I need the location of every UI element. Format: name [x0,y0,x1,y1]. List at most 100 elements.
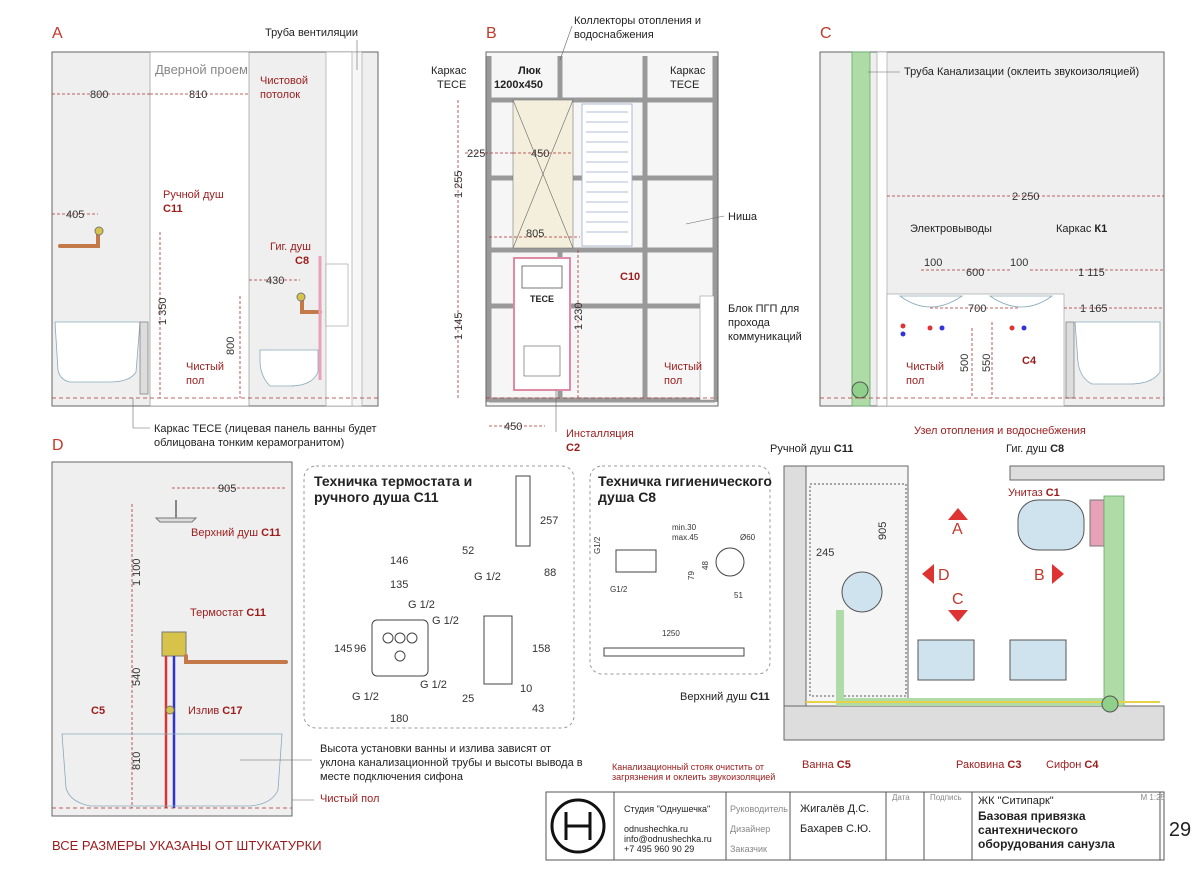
dim-905-d: 905 [218,483,236,495]
arrow-a-label: A [952,521,963,538]
hand-shower-outlet [94,226,104,236]
dim-550: 550 [981,354,993,372]
tech2-box [589,465,771,675]
plan-siphon-label: Сифон С4 [1046,759,1099,771]
arrow-d-label: D [938,567,950,584]
panel-d-letter: D [52,437,64,454]
t2-d79: 79 [687,571,696,580]
studio-email: info@odnushechka.ru [624,834,712,844]
hyg-shower-label: Гиг. душ [270,241,311,253]
t1-dim-10: 10 [520,683,532,695]
panel-c-letter: C [820,25,832,42]
name-lead: Жигалёв Д.С. [800,803,869,815]
panel-b-letter: B [486,25,497,42]
project-name: ЖК "Ситипарк" [978,795,1054,807]
t1-g4: G 1/2 [420,679,447,691]
t2-min: min.30 [672,523,697,532]
dim-1230: 1 230 [573,302,585,330]
dim-700: 700 [968,303,986,315]
t1-dim-25: 25 [462,693,474,705]
radiator-bars [586,111,628,233]
dim-1255: 1 255 [453,170,465,198]
role-lead: Руководитель [730,804,788,814]
panel-c: C Труба Канализации (оклеить звукоизоляц… [819,25,1165,407]
dim-450: 450 [531,148,549,160]
installation-label: Инсталляция [566,428,634,440]
t1-dim-96: 96 [354,643,366,655]
hyg-shower-code: С8 [295,255,309,267]
hand-shower-code: С11 [163,203,183,215]
hyg-shower-pipe [300,296,322,314]
door-label: Дверной проем [155,62,248,77]
plan-hyg-shower: Гиг. душ С8 [1006,443,1064,455]
vent-label: Труба вентиляции [265,27,358,39]
plan-wc-label: Унитаз С1 [1008,487,1060,499]
dim-800: 800 [90,89,108,101]
frame-left-label-2: TECE [437,79,466,91]
dim-600: 600 [966,267,984,279]
t1-dim-88: 88 [544,567,556,579]
floor-label-b-1: Чистый [664,361,702,373]
plan-dim-905: 905 [877,522,889,540]
studio-site: odnushechka.ru [624,824,688,834]
dim-405: 405 [66,209,84,221]
elec-label: Электровыводы [910,223,992,235]
toilet-a [259,349,319,387]
sewer-fitting [851,381,869,399]
plan-node-label: Узел отопления и водоснебжения [914,425,1086,437]
collectors-label-2: водоснабжения [574,29,654,41]
t2-g12: G1/2 [593,536,602,554]
hand-shower-label: Ручной душ [163,189,224,201]
tech1-title-2: ручного душа С11 [314,489,439,505]
sheet-title-2: сантехнического [978,823,1078,837]
arrow-c-label: C [952,591,964,608]
c10-label: С10 [620,271,640,283]
plan-sink-2 [1009,639,1067,681]
t1-dim-135: 135 [390,579,408,591]
note-d-line3: месте подключения сифона [320,771,464,783]
thermostat-side [483,615,513,685]
note-d-line1: Высота установки ванны и излива зависят … [320,743,551,755]
dim-2250: 2 250 [1012,191,1040,203]
plan-dim-245: 245 [816,547,834,559]
sign-header: Подпись [930,793,962,802]
thermostat-box [161,631,187,657]
tece-frame-a [139,321,149,395]
plan-wall-left [783,465,807,741]
plan-sink-1 [917,639,975,681]
dim-100b: 100 [1010,257,1028,269]
sink1-cold [939,325,945,331]
vent-pipe [351,51,363,407]
sewer-riser [851,51,871,407]
sink1-hot [927,325,933,331]
tece-frame-c [1065,321,1075,399]
name-designer: Бахарев С.Ю. [800,823,871,835]
dim-100a: 100 [924,257,942,269]
page-number: 29 [1169,819,1191,841]
dim-1350: 1 350 [157,297,169,325]
t2-d48: 48 [701,561,710,570]
plan-bath [809,483,907,697]
title-block: Студия "Однушечка" odnushechka.ru info@o… [545,791,1191,861]
t1-dim-180: 180 [390,713,408,725]
spout-c17 [165,705,175,715]
arrow-a-icon [948,508,968,520]
sink-1 [898,295,964,308]
plan-view: Ручной душ С11 Гиг. душ С8 Узел отоплени… [612,425,1165,782]
dim-225: 225 [467,148,485,160]
dim-1115: 1 115 [1078,267,1105,279]
dim-450b: 450 [504,421,522,433]
sewer-label: Труба Канализации (оклеить звукоизоляцие… [904,66,1139,78]
hand-shower-drawing [515,475,531,547]
pgp-label-3: коммуникаций [728,331,802,343]
t1-g3: G 1/2 [352,691,379,703]
cistern-a [325,263,349,327]
floor-label-d: Чистый пол [320,793,379,805]
frame-left-label-1: Каркас [431,65,467,77]
t1-dim-145: 145 [334,643,352,655]
title-block-frame [545,791,1165,861]
studio-logo-mark [564,812,592,840]
tech2-title-1: Техничка гигиенического [598,473,772,489]
rain-shower-head [154,517,198,523]
bath-d [61,733,283,807]
